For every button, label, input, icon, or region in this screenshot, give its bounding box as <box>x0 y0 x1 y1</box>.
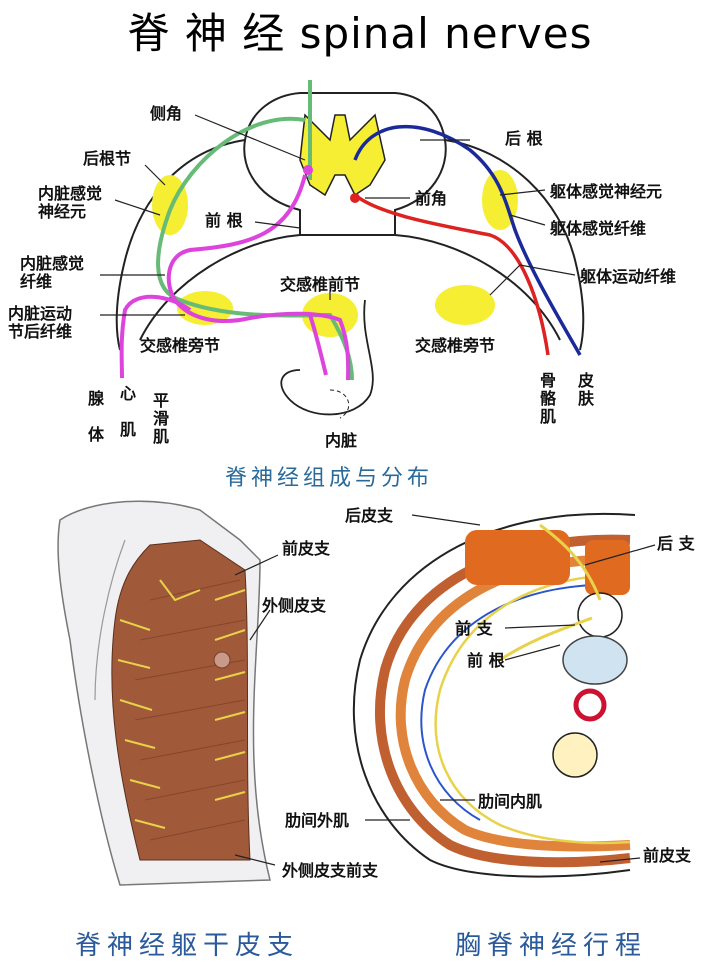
label-viscera: 内脏 <box>325 431 358 450</box>
label-skin: 皮 肤 <box>578 371 595 408</box>
paravertebral-ganglion-right-shape <box>435 285 495 325</box>
label-paravertebral-ganglion-right: 交感椎旁节 <box>415 336 496 355</box>
label-heart-muscle: 心 肌 <box>120 384 137 439</box>
label-lateral-cutaneous-anterior: 外侧皮支前支 <box>282 861 379 880</box>
vertebral-body <box>562 635 628 685</box>
aorta <box>573 688 607 722</box>
label-ventral-root: 前 根 <box>205 211 243 230</box>
label-visceral-sensory-neuron: 内脏感觉 神经元 <box>38 184 103 221</box>
gray-matter <box>299 113 386 197</box>
label-paravertebral-ganglion-left: 交感椎旁节 <box>140 336 221 355</box>
label-external-intercostal: 肋间外肌 <box>285 811 350 830</box>
bottom-left-caption: 脊神经躯干皮支 <box>75 931 300 961</box>
label-gland: 腺 体 <box>88 389 105 444</box>
label-lateral-cutaneous: 外侧皮支 <box>262 596 327 615</box>
visceral-motor-fiber <box>119 174 351 381</box>
somatic-motor-fiber <box>353 193 550 356</box>
label-internal-intercostal: 肋间内肌 <box>478 792 543 811</box>
thoracic-section <box>352 512 636 878</box>
label-somatic-motor-fiber: 躯体运动纤维 <box>580 267 677 286</box>
torso-illustration <box>57 500 271 886</box>
label-ventral-horn: 前角 <box>415 189 448 208</box>
label-lateral-horn: 侧角 <box>150 104 183 123</box>
label-anterior-cutaneous-right: 前皮支 <box>643 846 692 865</box>
visceral-sensory-fiber <box>156 80 354 381</box>
label-somatic-sensory-neuron: 躯体感觉神经元 <box>550 182 663 201</box>
label-visceral-sensory-fiber: 内脏感觉 纤维 <box>20 254 85 291</box>
somatic-sensory-fiber <box>353 124 582 356</box>
label-posterior-branch: 后 支 <box>657 534 695 553</box>
esophagus <box>552 732 598 778</box>
label-somatic-sensory-fiber: 躯体感觉纤维 <box>550 219 647 238</box>
page-title: 脊 神 经 spinal nerves <box>127 9 593 58</box>
label-dorsal-root-ganglion: 后根节 <box>83 149 132 168</box>
cutaneous-nerves <box>117 579 246 829</box>
label-anterior-cutaneous-left: 前皮支 <box>282 539 331 558</box>
muscle-region <box>111 539 251 861</box>
label-dorsal-root: 后 根 <box>505 129 543 148</box>
label-anterior-branch: 前 支 <box>455 619 493 638</box>
viscera-outline <box>280 299 374 416</box>
top-caption: 脊神经组成与分布 <box>225 466 434 491</box>
label-smooth-muscle: 平 滑 肌 <box>153 391 170 446</box>
label-visceral-motor-postganglionic: 内脏运动 节后纤维 <box>8 304 73 341</box>
label-posterior-cutaneous: 后皮支 <box>345 506 394 525</box>
bottom-right-caption: 胸脊神经行程 <box>455 931 648 961</box>
label-skeletal-muscle: 骨 骼 肌 <box>540 371 557 426</box>
label-ventral-root-bottom: 前 根 <box>467 651 505 670</box>
label-prevertebral-ganglion: 交感椎前节 <box>280 275 361 294</box>
